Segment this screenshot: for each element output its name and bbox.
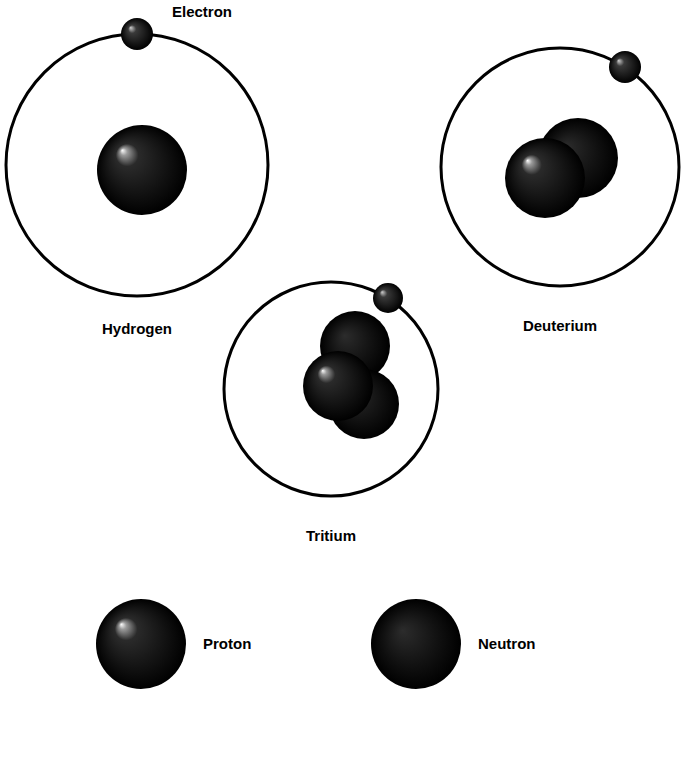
orbit [6,34,268,296]
proton [97,125,187,215]
isotope-name: Tritium [304,527,358,545]
electron [373,283,403,313]
electron [609,51,641,83]
isotope-name: Deuterium [521,317,599,335]
proton [303,351,373,421]
atom: Tritium [224,281,438,545]
legend-text: Proton [201,635,253,653]
proton-swatch [95,598,187,690]
part-label: Electron [172,3,232,21]
electron [121,18,153,50]
atom: Hydrogen [6,33,268,338]
atom: Deuterium [441,47,679,335]
isotope-name: Hydrogen [100,320,174,338]
orbit [224,282,438,496]
proton [505,138,585,218]
legend-item: Proton [95,598,253,690]
neutron-swatch [370,598,462,690]
legend-text: Neutron [476,635,538,653]
orbit [441,48,679,286]
legend-item: Neutron [370,598,538,690]
